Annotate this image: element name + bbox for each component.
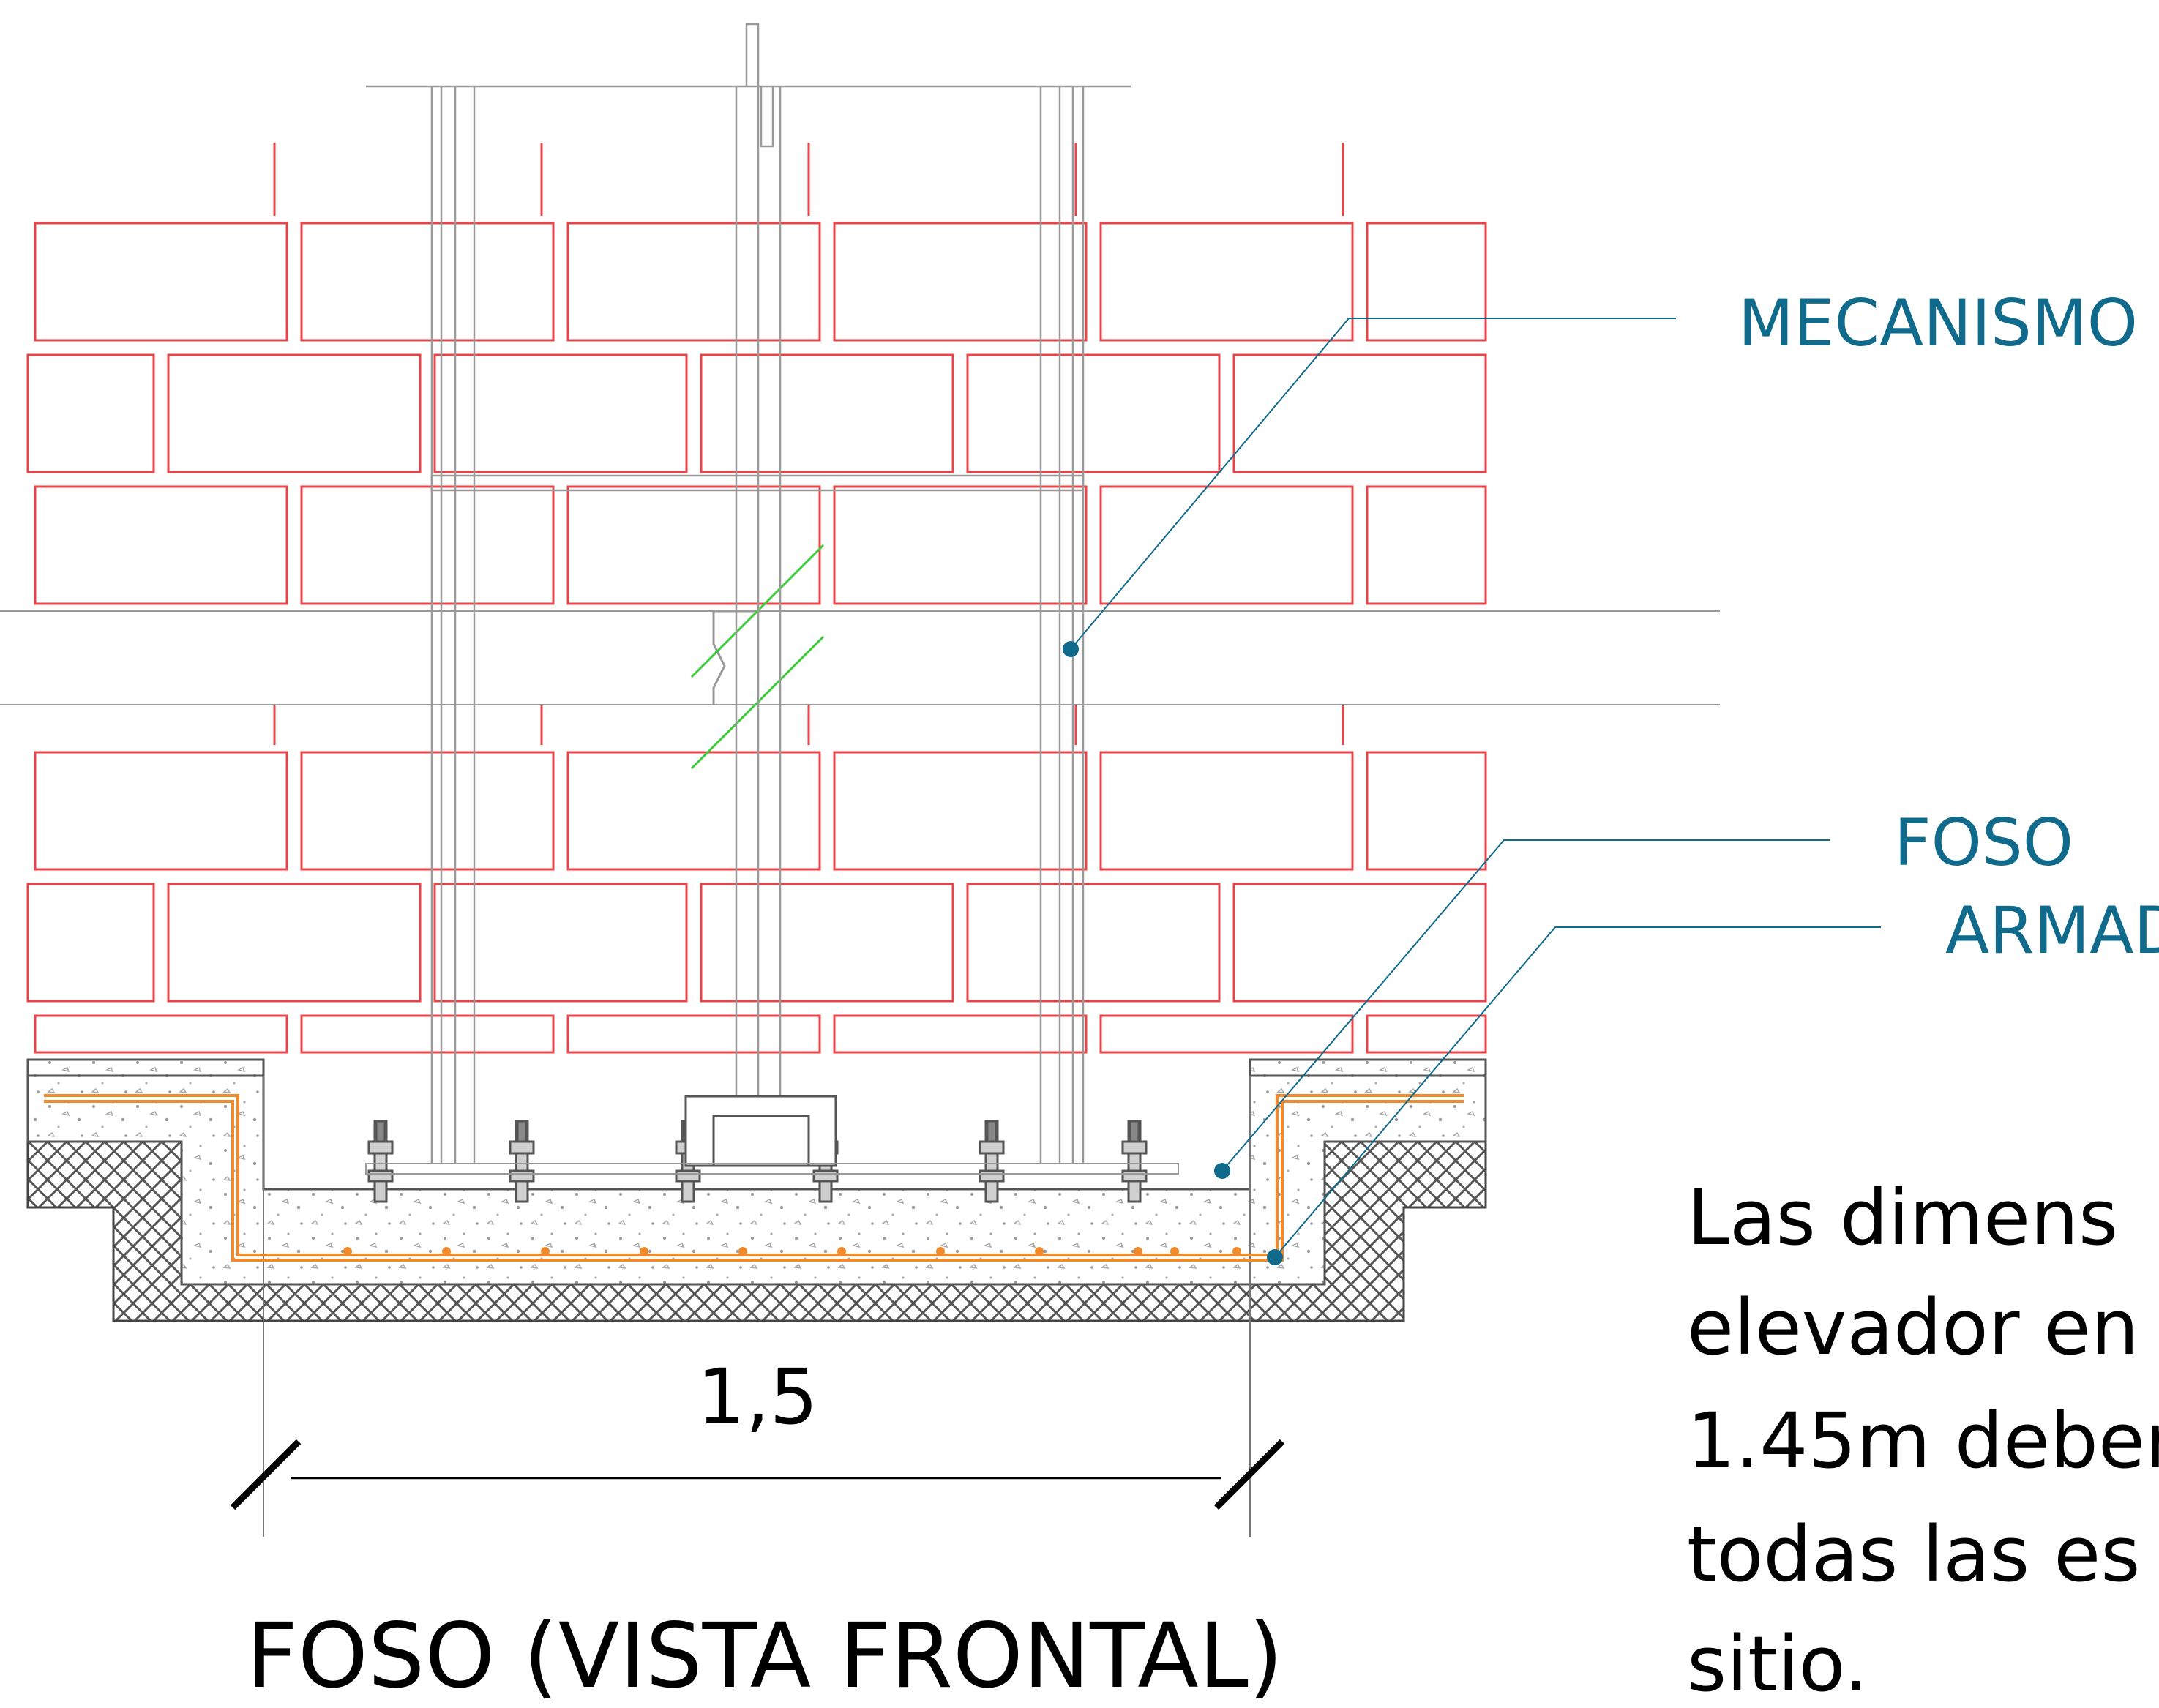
label-armado: ARMAD [1945, 893, 2159, 968]
brick [833, 751, 1088, 871]
anchor-bolt-icon [367, 1120, 394, 1203]
brick [1366, 1014, 1487, 1054]
note-line-3: 1.45m deber [1687, 1396, 2159, 1486]
brick [1099, 1014, 1354, 1054]
brick [1232, 883, 1487, 1003]
brick [34, 222, 288, 342]
brick [566, 751, 821, 871]
buffer-base-icon [365, 1095, 1179, 1175]
brick [1099, 222, 1354, 342]
brick [833, 1014, 1088, 1054]
note-line-2: elevador en [1687, 1283, 2139, 1372]
brick [966, 883, 1221, 1003]
mechanism-rails [366, 23, 1131, 1164]
brick [966, 353, 1221, 473]
callout-leaders [1070, 318, 1881, 1258]
rebar-dot [738, 1247, 747, 1256]
note-line-4: todas las es [1687, 1510, 2140, 1599]
dimension-value: 1,5 [697, 1352, 817, 1442]
rebar-dot [1170, 1247, 1179, 1256]
callout-dot-icon [1063, 641, 1283, 1265]
brick [167, 883, 422, 1003]
rebar-dot [640, 1247, 648, 1256]
label-mecanismo: MECANISMO [1738, 285, 2138, 361]
label-foso: FOSO [1894, 805, 2073, 880]
rebar-dots [343, 1247, 1241, 1256]
brick [700, 883, 954, 1003]
wall-break-band [0, 610, 1720, 705]
brick [26, 883, 155, 1003]
brick-wall [26, 143, 1487, 1054]
dimension-tick-icon [230, 1439, 302, 1510]
brick [566, 222, 821, 342]
rebar-dot [1134, 1247, 1142, 1256]
brick [300, 222, 555, 342]
brick [34, 485, 288, 605]
brick [566, 485, 821, 605]
rebar [44, 1094, 1464, 1262]
rebar-dot [442, 1247, 451, 1256]
brick [300, 1014, 555, 1054]
rebar-dot [837, 1247, 846, 1256]
brick [433, 353, 688, 473]
brick [700, 353, 954, 473]
brick [566, 1014, 821, 1054]
rebar-dot [343, 1247, 352, 1256]
brick [300, 485, 555, 605]
brick [833, 485, 1088, 605]
dimension-line [230, 1439, 1285, 1510]
rebar-dot [1035, 1247, 1044, 1256]
brick [1099, 751, 1354, 871]
drawing-title: FOSO (VISTA FRONTAL) [247, 1604, 1284, 1708]
anchor-bolt-icon [509, 1120, 535, 1203]
rebar-dot [541, 1247, 550, 1256]
brick [1366, 222, 1487, 342]
brick [34, 1014, 288, 1054]
pit-concrete [26, 1058, 1487, 1537]
note-line-5: sitio. [1687, 1619, 1868, 1708]
rebar-dot [936, 1247, 945, 1256]
note-line-1: Las dimens [1687, 1173, 2118, 1262]
brick [1366, 485, 1487, 605]
dimension-tick-icon [1213, 1439, 1285, 1510]
rebar-dot [1232, 1247, 1241, 1256]
brick [433, 883, 688, 1003]
brick [833, 222, 1088, 342]
brick [1232, 353, 1487, 473]
brick [1099, 485, 1354, 605]
brick [300, 751, 555, 871]
brick [26, 353, 155, 473]
brick [34, 751, 288, 871]
brick [1366, 751, 1487, 871]
brick [167, 353, 422, 473]
